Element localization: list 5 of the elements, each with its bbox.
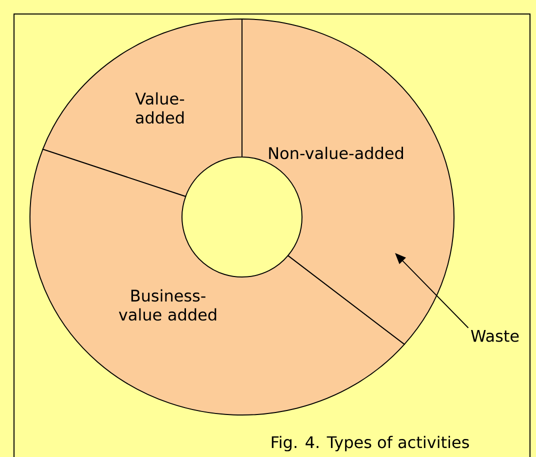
arrow	[395, 253, 469, 328]
caption: Fig. 4. Types of activities	[272, 436, 469, 452]
label-text: Waste	[471, 330, 519, 342]
ring-sector: Non-value-added	[242, 18, 454, 345]
ring-sector: Value-added	[42, 18, 242, 197]
